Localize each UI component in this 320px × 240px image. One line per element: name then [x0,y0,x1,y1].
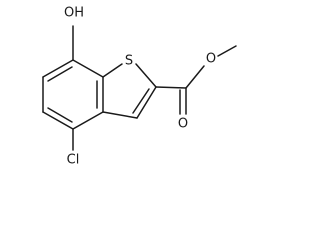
bond-c2-c3-inner [132,88,150,114]
substituent-bonds [72,25,237,151]
bond-c2-c3 [136,86,157,119]
thiophene-ring [102,63,157,119]
bond-c6-c7-inner [47,66,73,82]
bond-carbonyl-ether-o [185,65,205,89]
bond-c4-c5-inner [47,107,73,123]
sulfur-label: S [125,54,133,69]
bond-c6-c7 [42,59,74,78]
carbonyl-oxygen-label: O [178,117,188,132]
chlorine-label: Cl [67,153,80,168]
benzene-ring [42,59,104,130]
bond-c7a-s1 [102,63,123,78]
bond-c2-carbonyl [155,86,187,89]
bond-c4-c5 [42,111,74,130]
bond-s1-c2 [135,63,157,88]
chemical-structure: OH S O O Cl [42,6,237,168]
bond-c3a-c4 [72,111,104,130]
bond-c3-c3a [102,111,138,119]
bond-c7-c7a [72,59,104,78]
hydroxyl-label: OH [64,6,84,21]
bond-ether-o-methyl [217,45,237,57]
ether-oxygen-label: O [206,52,216,67]
